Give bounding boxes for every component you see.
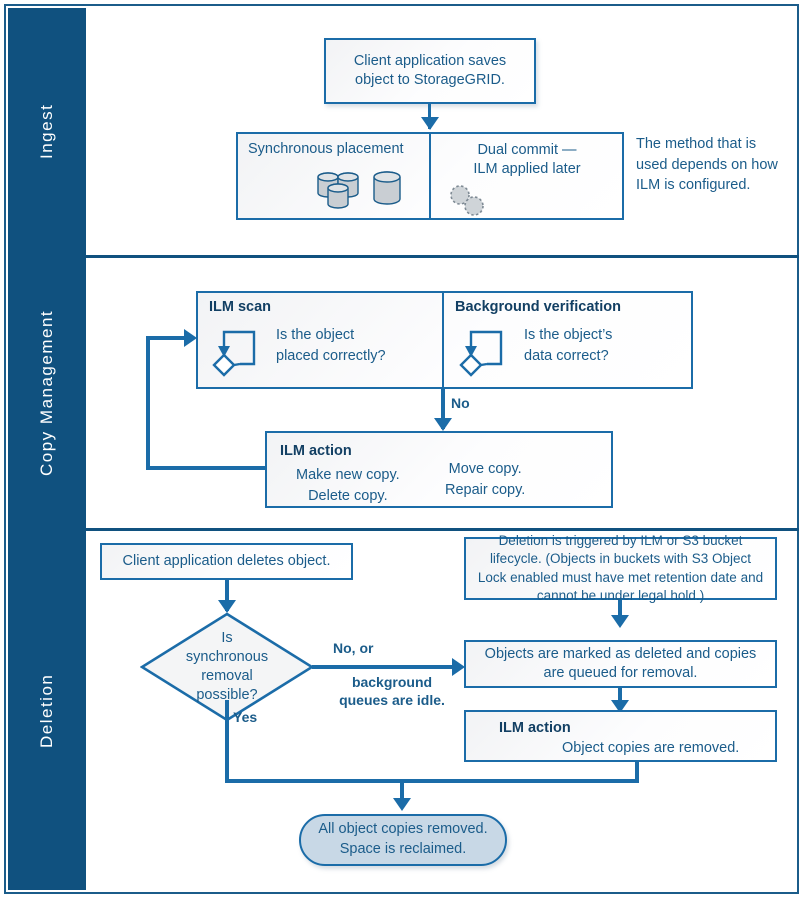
ilm-scan-title: ILM scan xyxy=(209,299,272,315)
deletion-arrow1-head xyxy=(218,600,236,613)
deletion-no-edge-arrow-head xyxy=(452,658,465,676)
deletion-no-edge-line xyxy=(312,665,457,669)
deletion-final-line2: Space is reclaimed. xyxy=(339,841,467,857)
deletion-no-label-line3: queues are idle. xyxy=(339,692,445,709)
ilm-scan-question-line1: Is the object xyxy=(276,327,355,343)
band-divider-2 xyxy=(8,528,799,531)
loop-decision-icon-2 xyxy=(447,320,511,382)
deletion-client-delete-box: Client application deletes object. xyxy=(100,543,353,580)
deletion-ilm-action-box: ILM action Object copies are removed. xyxy=(464,710,777,762)
deletion-decision-text: Is synchronous removal possible? xyxy=(140,612,314,722)
band-copy-management-label: Copy Management xyxy=(37,309,56,477)
deletion-no-label-line1: No, or xyxy=(333,640,374,656)
copy-ilm-action-col2: Move copy. Repair copy. xyxy=(445,459,525,500)
deletion-no-label-rest: background queues are idle. xyxy=(327,673,457,709)
ingest-dual-commit-label: Dual commit — ILM applied later xyxy=(438,141,616,179)
copy-feedback-bottom xyxy=(146,466,267,470)
deletion-final-box: All object copies removed. Space is recl… xyxy=(299,814,507,866)
band-ingest: Ingest xyxy=(8,8,86,255)
deletion-marked-arrow-line xyxy=(618,688,622,710)
deletion-arrow1-line xyxy=(225,580,229,611)
ingest-arrow-head xyxy=(421,117,439,130)
copy-ilm-action-col2-line2: Repair copy. xyxy=(445,481,526,498)
copy-scan-panel xyxy=(196,291,693,389)
band-deletion: Deletion xyxy=(8,531,86,890)
deletion-decision-diamond: Is synchronous removal possible? xyxy=(140,612,314,722)
band-copy-management: Copy Management xyxy=(8,258,86,528)
deletion-ilm-action-body: Object copies are removed. xyxy=(562,740,740,756)
deletion-decision-line1: Is xyxy=(221,630,233,647)
copy-ilm-action-col1: Make new copy. Delete copy. xyxy=(296,465,400,506)
copy-no-arrow-head xyxy=(434,418,452,431)
deletion-final-line1: All object copies removed. xyxy=(318,821,488,838)
ilm-scan-question-line2: placed correctly? xyxy=(276,347,386,364)
deletion-ilm-action-title: ILM action xyxy=(499,720,571,736)
ingest-dual-commit-line2: ILM applied later xyxy=(473,161,581,178)
deletion-marked-box: Objects are marked as deleted and copies… xyxy=(464,640,777,688)
deletion-final-right-down xyxy=(635,762,639,783)
band-deletion-label: Deletion xyxy=(37,673,56,748)
deletion-final-horizontal xyxy=(225,779,639,783)
deletion-trigger-note-text: Deletion is triggered by ILM or S3 bucke… xyxy=(477,533,764,603)
copy-feedback-arrow-head xyxy=(184,329,197,347)
deletion-decision-line4: possible? xyxy=(196,686,258,703)
band-ingest-label: Ingest xyxy=(37,103,56,160)
storage-cylinders-icon xyxy=(308,168,418,212)
copy-ilm-action-title: ILM action xyxy=(280,443,352,459)
dashed-copies-icon xyxy=(446,182,502,218)
copy-ilm-action-box: ILM action Make new copy. Delete copy. M… xyxy=(265,431,613,508)
deletion-trigger-arrow-head xyxy=(611,615,629,628)
copy-feedback-left xyxy=(146,336,150,470)
ingest-client-save-line1: Client application saves xyxy=(353,52,507,69)
deletion-trigger-note-box: Deletion is triggered by ILM or S3 bucke… xyxy=(464,533,777,603)
deletion-marked-line2: are queued for removal. xyxy=(543,665,698,681)
background-verification-title: Background verification xyxy=(455,299,621,315)
deletion-trigger-arrow-line xyxy=(618,600,622,625)
ingest-arrow-line xyxy=(428,104,431,129)
deletion-marked-arrow-head xyxy=(611,700,629,713)
ingest-client-save-box: Client application saves object to Stora… xyxy=(324,38,536,104)
deletion-yes-label: Yes xyxy=(233,709,258,725)
ingest-method-note: The method that is used depends on how I… xyxy=(636,136,778,194)
deletion-marked-line1: Objects are marked as deleted and copies xyxy=(484,645,757,662)
deletion-decision-line3: removal xyxy=(201,668,253,684)
deletion-no-label-line2: background xyxy=(351,674,433,690)
deletion-final-arrow-head xyxy=(393,798,411,811)
bv-question-line1: Is the object’s xyxy=(524,327,613,343)
deletion-final-down xyxy=(400,779,404,806)
copy-no-arrow-line xyxy=(441,389,445,429)
copy-no-label: No xyxy=(451,395,470,411)
ingest-dual-commit-line1: Dual commit — xyxy=(477,142,577,158)
copy-ilm-action-col1-line2: Delete copy. xyxy=(308,487,388,504)
ilm-scan-question: Is the object placed correctly? xyxy=(276,325,426,366)
deletion-yes-edge-down xyxy=(225,700,229,783)
copy-feedback-top xyxy=(146,336,188,340)
diagram-outer-frame xyxy=(4,4,799,894)
copy-ilm-action-col2-line1: Move copy. xyxy=(448,461,522,477)
ingest-synchronous-label: Synchronous placement xyxy=(248,141,404,157)
band-divider-1 xyxy=(8,255,799,258)
deletion-client-delete-text: Client application deletes object. xyxy=(122,552,331,569)
bv-question-line2: data correct? xyxy=(524,347,609,364)
ingest-panel-divider xyxy=(429,132,431,220)
copy-scan-panel-divider xyxy=(442,291,444,389)
ingest-client-save-line2: object to StorageGRID. xyxy=(355,72,505,88)
deletion-decision-line2: synchronous xyxy=(185,649,269,666)
background-verification-question: Is the object’s data correct? xyxy=(524,325,684,366)
loop-decision-icon xyxy=(200,320,264,382)
copy-ilm-action-col1-line1: Make new copy. xyxy=(296,467,400,483)
